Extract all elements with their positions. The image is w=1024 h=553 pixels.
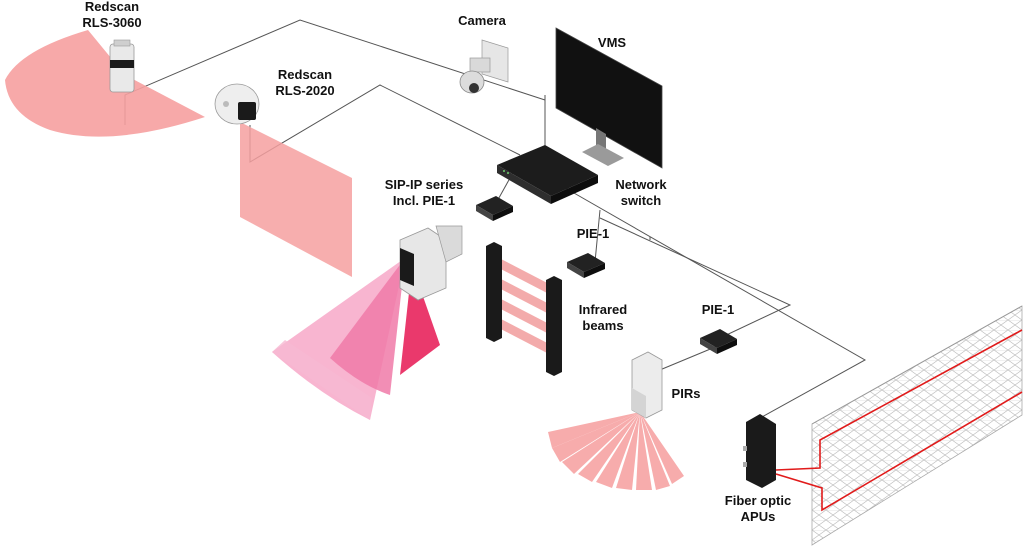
label-switch-line2: switch: [621, 193, 662, 208]
label-rls2020-line1: Redscan: [278, 67, 332, 82]
label-sip-line1: SIP-IP series: [385, 177, 464, 192]
pir-detection-fan: [548, 412, 684, 490]
pie1-module-b: [700, 329, 737, 354]
fiber-optic-apu: [743, 414, 776, 488]
label-fiber-line1: Fiber optic: [725, 493, 791, 508]
infrared-transmitter-post: [486, 242, 502, 342]
label-fiber-line2: APUs: [741, 509, 776, 524]
infrared-beam-rays: [494, 258, 554, 354]
network-switch: [497, 145, 598, 204]
label-vms: VMS: [598, 35, 627, 50]
sip-ip-detection-zone: [272, 258, 440, 420]
label-pie1-a: PIE-1: [577, 226, 610, 241]
pir-sensor: [631, 351, 663, 419]
vms-monitor: [555, 27, 663, 169]
pie1-module-a: [567, 253, 605, 278]
label-pie1-b: PIE-1: [702, 302, 735, 317]
rls2020-detection-zone: [240, 122, 352, 277]
infrared-receiver-post: [546, 276, 562, 376]
rls2020-device: [214, 83, 260, 125]
pie1-module-sip: [476, 196, 513, 221]
label-pirs: PIRs: [672, 386, 701, 401]
ptz-camera-device: [459, 39, 509, 94]
label-switch-line1: Network: [615, 177, 667, 192]
rls3060-device: [109, 39, 135, 93]
sip-ip-detector: [399, 225, 463, 301]
rls3060-detection-zone: [5, 30, 205, 137]
fiber-optic-cable: [775, 329, 1023, 512]
label-sip-line2: Incl. PIE-1: [393, 193, 455, 208]
label-ir-line2: beams: [582, 318, 623, 333]
label-rls2020-line2: RLS-2020: [275, 83, 334, 98]
label-rls3060-line1: Redscan: [85, 0, 139, 14]
label-ir-line1: Infrared: [579, 302, 627, 317]
perimeter-fence: [811, 305, 1023, 546]
label-rls3060-line2: RLS-3060: [82, 15, 141, 30]
label-camera: Camera: [458, 13, 506, 28]
